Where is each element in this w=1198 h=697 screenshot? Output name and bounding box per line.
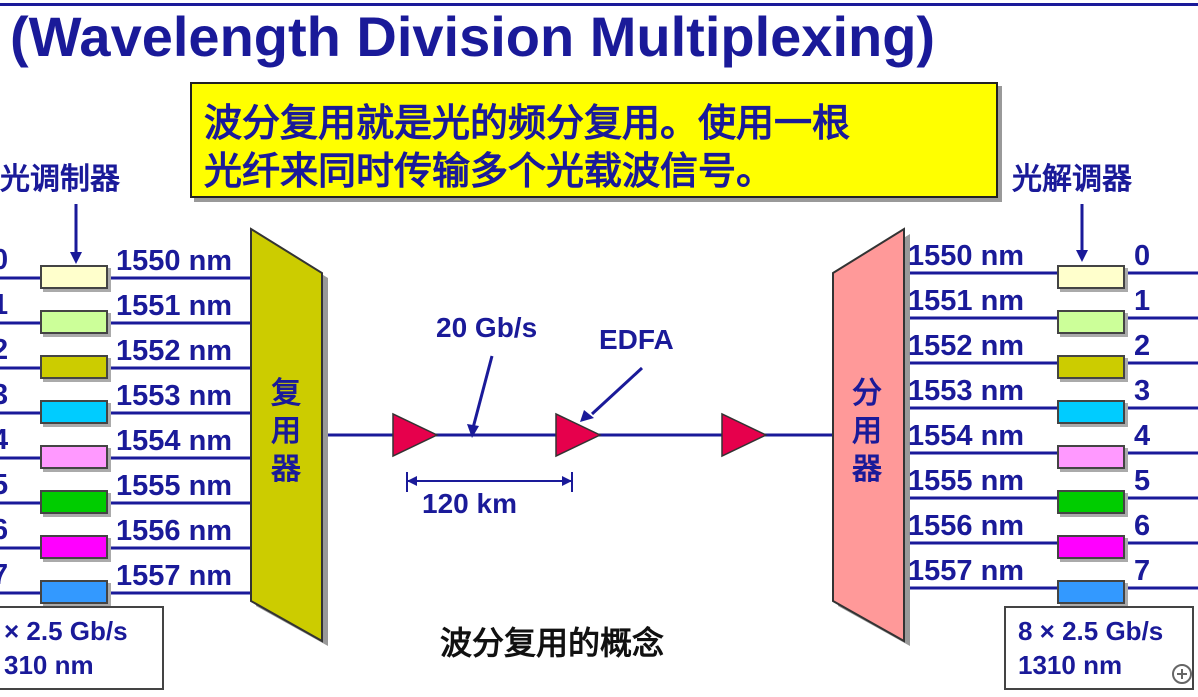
multiplexer bbox=[250, 227, 323, 643]
right-wavelength-1: 1551 nm bbox=[908, 285, 1025, 317]
modulator-box-1 bbox=[40, 310, 108, 334]
callout-box: 波分复用就是光的频分复用。使用一根 光纤来同时传输多个光载波信号。 bbox=[190, 82, 998, 198]
left-info-rate: × 2.5 Gb/s bbox=[4, 616, 128, 646]
mux-char-2: 用 bbox=[271, 414, 301, 449]
demux-label: 分 用 器 bbox=[847, 375, 887, 489]
edfa-pointer bbox=[590, 366, 644, 416]
left-wavelength-4: 1554 nm bbox=[116, 425, 233, 457]
span-arrow-left bbox=[407, 476, 417, 486]
left-index-5: 5 bbox=[0, 469, 9, 501]
modulator-arrow-head bbox=[70, 252, 82, 264]
right-info-box: 8 × 2.5 Gb/s 1310 nm bbox=[1004, 606, 1194, 690]
left-info-box: × 2.5 Gb/s 310 nm bbox=[0, 606, 164, 690]
demodulator-box-6 bbox=[1057, 535, 1125, 559]
right-fibers bbox=[906, 271, 1198, 590]
right-wavelength-5: 1555 nm bbox=[908, 465, 1025, 497]
demodulator-box-2 bbox=[1057, 355, 1125, 379]
left-wavelength-6: 1556 nm bbox=[116, 515, 233, 547]
modulator-label: 光调制器 bbox=[0, 162, 120, 197]
callout-line-2: 光纤来同时传输多个光载波信号。 bbox=[204, 149, 775, 193]
right-index-7: 7 bbox=[1134, 555, 1151, 587]
left-wavelength-0: 1550 nm bbox=[116, 245, 233, 277]
amplifier-3 bbox=[721, 412, 768, 458]
demodulator-box-3 bbox=[1057, 400, 1125, 424]
modulator-box-5 bbox=[40, 490, 108, 514]
mux-char-1: 复 bbox=[271, 376, 301, 411]
demodulator-box-4 bbox=[1057, 445, 1125, 469]
left-index-6: 6 bbox=[0, 514, 9, 546]
right-wavelength-2: 1552 nm bbox=[908, 330, 1025, 362]
demodulator-box-1 bbox=[1057, 310, 1125, 334]
edfa-pointer-head bbox=[580, 410, 594, 422]
right-wavelength-6: 1556 nm bbox=[908, 510, 1025, 542]
demodulator-label: 光解调器 bbox=[1012, 162, 1132, 197]
right-index-5: 5 bbox=[1134, 465, 1151, 497]
left-wavelength-5: 1555 nm bbox=[116, 470, 233, 502]
modulator-box-0 bbox=[40, 265, 108, 289]
diagram-caption: 波分复用的概念 bbox=[440, 624, 665, 662]
right-index-0: 0 bbox=[1134, 240, 1151, 272]
mux-label: 复 用 器 bbox=[266, 375, 306, 489]
span-label: 120 km bbox=[422, 488, 517, 519]
right-info-wavelength: 1310 nm bbox=[1018, 650, 1123, 680]
left-wavelength-1: 1551 nm bbox=[116, 290, 233, 322]
title-rule bbox=[0, 3, 1198, 6]
left-wavelength-2: 1552 nm bbox=[116, 335, 233, 367]
left-index-2: 2 bbox=[0, 334, 9, 366]
left-index-7: 7 bbox=[0, 559, 9, 591]
right-wavelength-0: 1550 nm bbox=[908, 240, 1025, 272]
link-rate-label: 20 Gb/s bbox=[436, 312, 538, 343]
right-wavelength-3: 1553 nm bbox=[908, 375, 1025, 407]
modulator-box-7 bbox=[40, 580, 108, 604]
left-info-wavelength: 310 nm bbox=[4, 650, 94, 680]
demodulator-arrow-head bbox=[1076, 250, 1088, 262]
span-arrow-right bbox=[562, 476, 572, 486]
right-info-rate: 8 × 2.5 Gb/s bbox=[1018, 616, 1164, 646]
amplifier-edfa bbox=[555, 412, 602, 458]
modulator-box-6 bbox=[40, 535, 108, 559]
demux-char-3: 器 bbox=[852, 452, 882, 487]
rate-pointer bbox=[471, 355, 494, 429]
demodulator-box-0 bbox=[1057, 265, 1125, 289]
left-wavelength-3: 1553 nm bbox=[116, 380, 233, 412]
rate-pointer-head bbox=[467, 424, 479, 438]
modulator-box-2 bbox=[40, 355, 108, 379]
left-index-4: 4 bbox=[0, 424, 9, 456]
modulator-box-4 bbox=[40, 445, 108, 469]
zoom-plus-icon[interactable] bbox=[1170, 662, 1194, 686]
right-index-3: 3 bbox=[1134, 375, 1151, 407]
edfa-label: EDFA bbox=[599, 324, 674, 355]
demodulator-box-5 bbox=[1057, 490, 1125, 514]
left-index-3: 3 bbox=[0, 379, 9, 411]
amplifier-1 bbox=[392, 412, 439, 458]
right-wavelength-4: 1554 nm bbox=[908, 420, 1025, 452]
callout-line-1: 波分复用就是光的频分复用。使用一根 bbox=[204, 101, 851, 145]
demux-char-2: 用 bbox=[852, 414, 882, 449]
left-index-1: 1 bbox=[0, 289, 9, 321]
modulator-box-3 bbox=[40, 400, 108, 424]
mux-char-3: 器 bbox=[271, 452, 301, 487]
right-index-4: 4 bbox=[1134, 420, 1151, 452]
demodulator-box-7 bbox=[1057, 580, 1125, 604]
slide-title: (Wavelength Division Multiplexing) bbox=[10, 5, 936, 68]
right-wavelength-7: 1557 nm bbox=[908, 555, 1025, 587]
left-index-0: 0 bbox=[0, 244, 9, 276]
demux-char-1: 分 bbox=[852, 376, 882, 411]
left-wavelength-7: 1557 nm bbox=[116, 560, 233, 592]
right-index-6: 6 bbox=[1134, 510, 1151, 542]
right-index-2: 2 bbox=[1134, 330, 1151, 362]
demultiplexer bbox=[832, 227, 905, 643]
right-index-1: 1 bbox=[1134, 285, 1151, 317]
